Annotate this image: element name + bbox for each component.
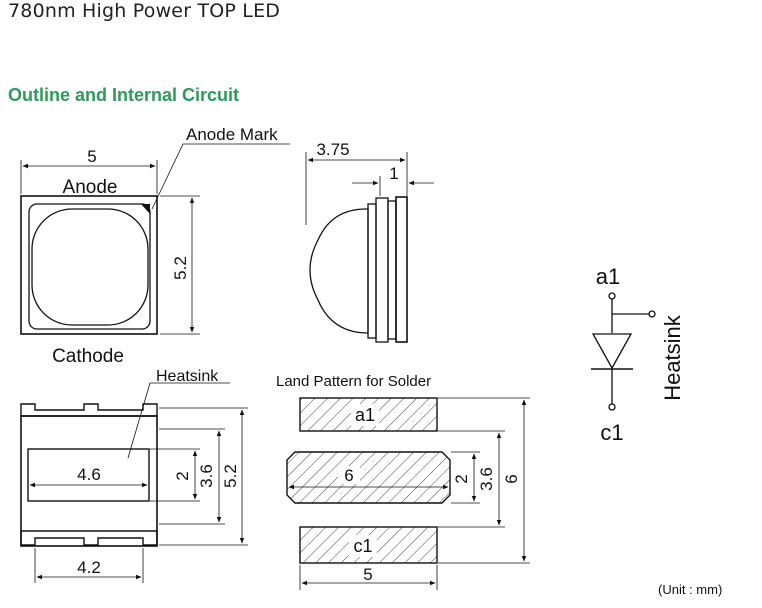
bottom-dim-2: 2 [173, 471, 192, 480]
side-view [305, 152, 434, 343]
top-view [20, 143, 290, 335]
anode-mark-label: Anode Mark [186, 125, 278, 144]
bottom-pad-width-dim: 4.6 [77, 465, 101, 484]
bottom-dim-3-6: 3.6 [197, 464, 216, 488]
land-dim-6: 6 [502, 474, 521, 483]
internal-circuit [591, 292, 656, 411]
page-title: 780nm High Power TOP LED [8, 0, 281, 22]
bottom-heatsink-pad [27, 448, 150, 502]
land-pattern [286, 397, 530, 590]
heatsink-label: Heatsink [156, 368, 219, 385]
land-pad-a1-label: a1 [355, 405, 375, 425]
top-width-dim: 5 [87, 147, 96, 166]
land-pattern-title: Land Pattern for Solder [276, 373, 431, 390]
anode-label: Anode [63, 177, 118, 198]
anode-mark [141, 204, 150, 214]
bottom-view-body [20, 415, 158, 547]
top-view-frame [28, 203, 151, 330]
land-center-dim: 6 [344, 466, 353, 485]
circuit-terminal-c1 [608, 403, 616, 411]
top-view-body [20, 195, 158, 335]
bottom-pad-c1 [20, 530, 158, 546]
land-dim-2: 2 [452, 474, 471, 483]
land-pad-center [286, 451, 451, 504]
land-width-dim: 5 [363, 565, 372, 584]
section-heading: Outline and Internal Circuit [8, 85, 240, 105]
bottom-width-dim: 4.2 [77, 558, 101, 577]
top-view-lens [31, 208, 149, 326]
side-overall-dim: 3.75 [316, 140, 349, 159]
land-dim-3-6: 3.6 [477, 467, 496, 491]
circuit-cathode-label: c1 [600, 420, 623, 445]
bottom-pad-a1 [20, 403, 158, 417]
circuit-terminal-heatsink [648, 310, 656, 318]
cathode-label: Cathode [52, 346, 124, 367]
land-pad-c1-label: c1 [353, 536, 372, 556]
circuit-terminal-a1 [608, 292, 616, 300]
unit-note: (Unit : mm) [658, 582, 723, 597]
bottom-view [20, 382, 248, 583]
side-view-dome [309, 208, 369, 334]
diode-symbol [591, 333, 633, 370]
side-base-dim: 1 [389, 164, 398, 183]
bottom-dim-5-2: 5.2 [221, 464, 240, 488]
circuit-heatsink-label: Heatsink [660, 314, 685, 401]
top-height-dim: 5.2 [171, 256, 190, 280]
circuit-anode-label: a1 [596, 264, 620, 289]
